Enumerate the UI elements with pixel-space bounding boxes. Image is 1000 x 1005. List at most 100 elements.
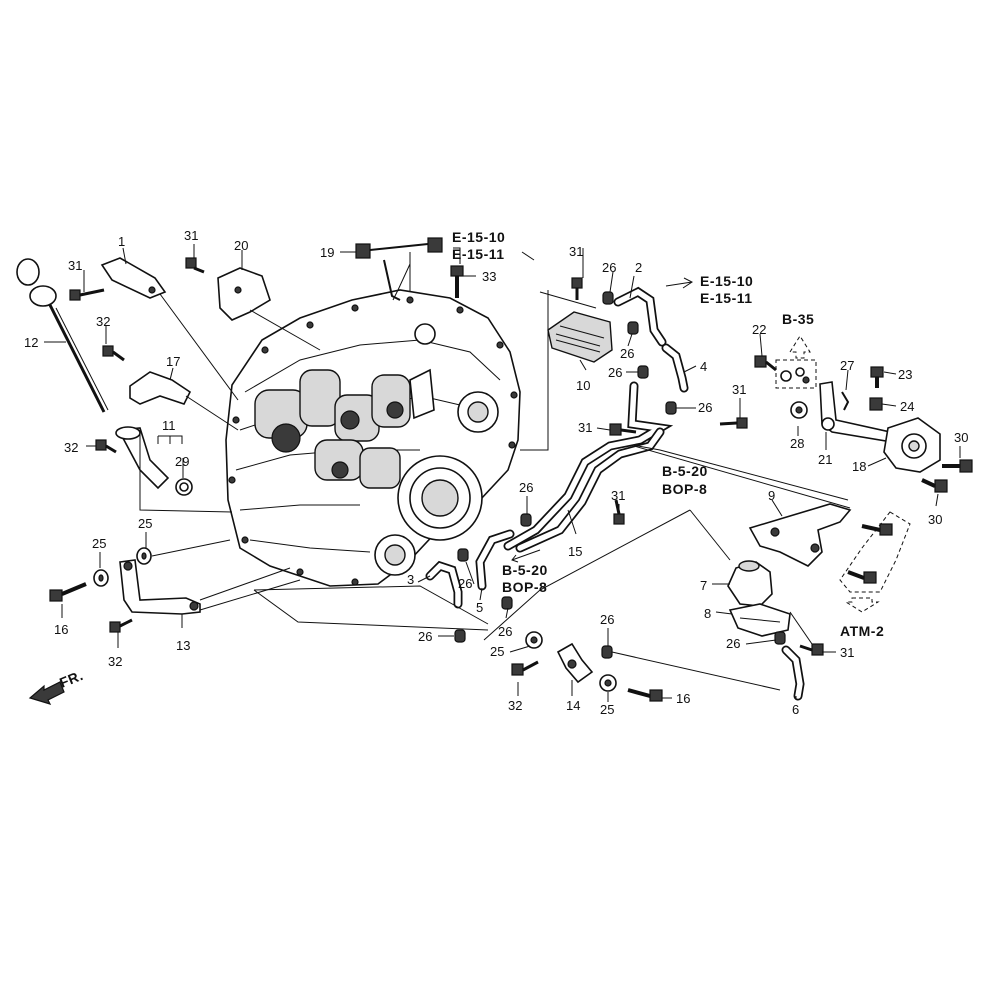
callout-28: 28 <box>790 436 804 451</box>
callout-2: 2 <box>635 260 642 275</box>
callout-25-b: 25 <box>92 536 106 551</box>
callout-31-cooler: 31 <box>569 244 583 259</box>
callout-31-left: 31 <box>68 258 82 273</box>
bracket-part-8 <box>728 603 791 637</box>
bracket-part-17 <box>129 371 192 405</box>
hose-part-4 <box>661 343 689 393</box>
callout-10: 10 <box>576 378 590 393</box>
callout-3: 3 <box>407 572 414 587</box>
bolt-30-b <box>921 478 948 493</box>
callout-24: 24 <box>900 399 914 414</box>
callout-26-right: 26 <box>698 400 712 415</box>
clip-26-center-mid <box>457 548 469 562</box>
clip-26-bottom-left <box>454 629 466 643</box>
ref-e1511-top: E-15-11 <box>452 246 505 262</box>
callout-25-c: 25 <box>490 644 504 659</box>
callout-11: 11 <box>162 418 176 433</box>
callout-26-center-mid: 26 <box>458 576 472 591</box>
bolt-9-lower <box>847 570 877 584</box>
callout-12: 12 <box>24 335 38 350</box>
fitting-part-14 <box>556 642 594 684</box>
washer-25-c <box>525 631 543 649</box>
harness-bracket-part-19 <box>355 237 443 301</box>
ref-e1510-top: E-15-10 <box>452 229 505 245</box>
callout-26-fitting: 26 <box>600 612 614 627</box>
shift-arm-part-21 <box>819 381 894 443</box>
callout-26-center-upper: 26 <box>519 480 533 495</box>
callout-15: 15 <box>568 544 582 559</box>
callout-25-a: 25 <box>138 516 152 531</box>
bolt-31-cooler <box>571 277 583 300</box>
atm2-dashed-region <box>839 511 911 613</box>
sensor-cluster <box>775 359 817 389</box>
bracket-part-9 <box>748 503 852 567</box>
cooler-lines-part-15 <box>503 381 674 553</box>
bolt-16-bottom <box>627 688 663 702</box>
range-sensor-part-18 <box>883 417 941 473</box>
bolt-16-left <box>49 582 87 602</box>
bolt-32-upper <box>102 345 125 362</box>
callout-labels: 1 2 3 4 5 6 7 8 9 10 11 12 13 14 15 16 1… <box>24 228 968 717</box>
ref-bop8-right: BOP-8 <box>662 481 707 497</box>
callout-26-cooler-top: 26 <box>602 260 616 275</box>
bolt-23 <box>870 366 884 388</box>
differential-housing <box>374 391 499 576</box>
bolt-32-lower <box>109 618 133 633</box>
callout-23: 23 <box>898 367 912 382</box>
case-bolts <box>228 296 518 586</box>
dipstick <box>16 258 109 413</box>
callout-30-a: 30 <box>954 430 968 445</box>
bolt-30-a <box>942 459 973 473</box>
callout-31-lines: 31 <box>578 420 592 435</box>
callout-32-upper: 32 <box>96 314 110 329</box>
hose-part-3 <box>425 560 463 609</box>
ref-e1510-right: E-15-10 <box>700 273 753 289</box>
o-ring-part-29 <box>175 478 193 496</box>
callout-31-lines-lower: 31 <box>611 488 625 503</box>
callout-17: 17 <box>166 354 180 369</box>
callout-26-cooler-low: 26 <box>608 365 622 380</box>
b35-arrow <box>789 335 811 359</box>
filler-pipe-part-11 <box>115 426 170 490</box>
bolt-31-lines-right <box>719 417 748 429</box>
callout-8: 8 <box>704 606 711 621</box>
clip-26-cooler-top <box>602 291 614 305</box>
front-direction-arrow: FR. <box>28 667 85 705</box>
callout-6: 6 <box>792 702 799 717</box>
callout-26-cooler-mid: 26 <box>620 346 634 361</box>
callout-16-left: 16 <box>54 622 68 637</box>
clip-26-cooler-mid <box>627 321 639 335</box>
ref-b520-center: B-5-20 <box>502 562 548 578</box>
callout-20: 20 <box>234 238 248 253</box>
callout-21: 21 <box>818 452 832 467</box>
ref-e1511-right: E-15-11 <box>700 290 753 306</box>
callout-19: 19 <box>320 245 334 260</box>
bolt-33 <box>450 265 464 298</box>
clip-26-fitting <box>601 645 613 659</box>
bolt-22 <box>754 355 777 372</box>
callout-14: 14 <box>566 698 580 713</box>
clip-26-center-upper <box>520 513 532 527</box>
callout-31-top: 31 <box>184 228 198 243</box>
hose-part-2 <box>613 286 667 347</box>
valve-body <box>254 369 411 489</box>
atf-cooler-part-10 <box>547 311 613 363</box>
clip-26-filter <box>774 631 786 645</box>
callout-27: 27 <box>840 358 854 373</box>
callout-1: 1 <box>118 234 125 249</box>
callout-16-bottom: 16 <box>676 691 690 706</box>
callout-13: 13 <box>176 638 190 653</box>
callout-32-bottom: 32 <box>508 698 522 713</box>
filter-part-7 <box>727 560 773 607</box>
callout-22: 22 <box>752 322 766 337</box>
transmission-case <box>225 289 521 587</box>
ref-b35: B-35 <box>782 311 814 327</box>
callout-32-mid: 32 <box>64 440 78 455</box>
bracket-part-1 <box>100 257 167 299</box>
callout-7: 7 <box>700 578 707 593</box>
washer-25-b <box>93 569 109 587</box>
leader-lines <box>44 244 961 702</box>
callout-32-lower: 32 <box>108 654 122 669</box>
callout-26-filter: 26 <box>726 636 740 651</box>
